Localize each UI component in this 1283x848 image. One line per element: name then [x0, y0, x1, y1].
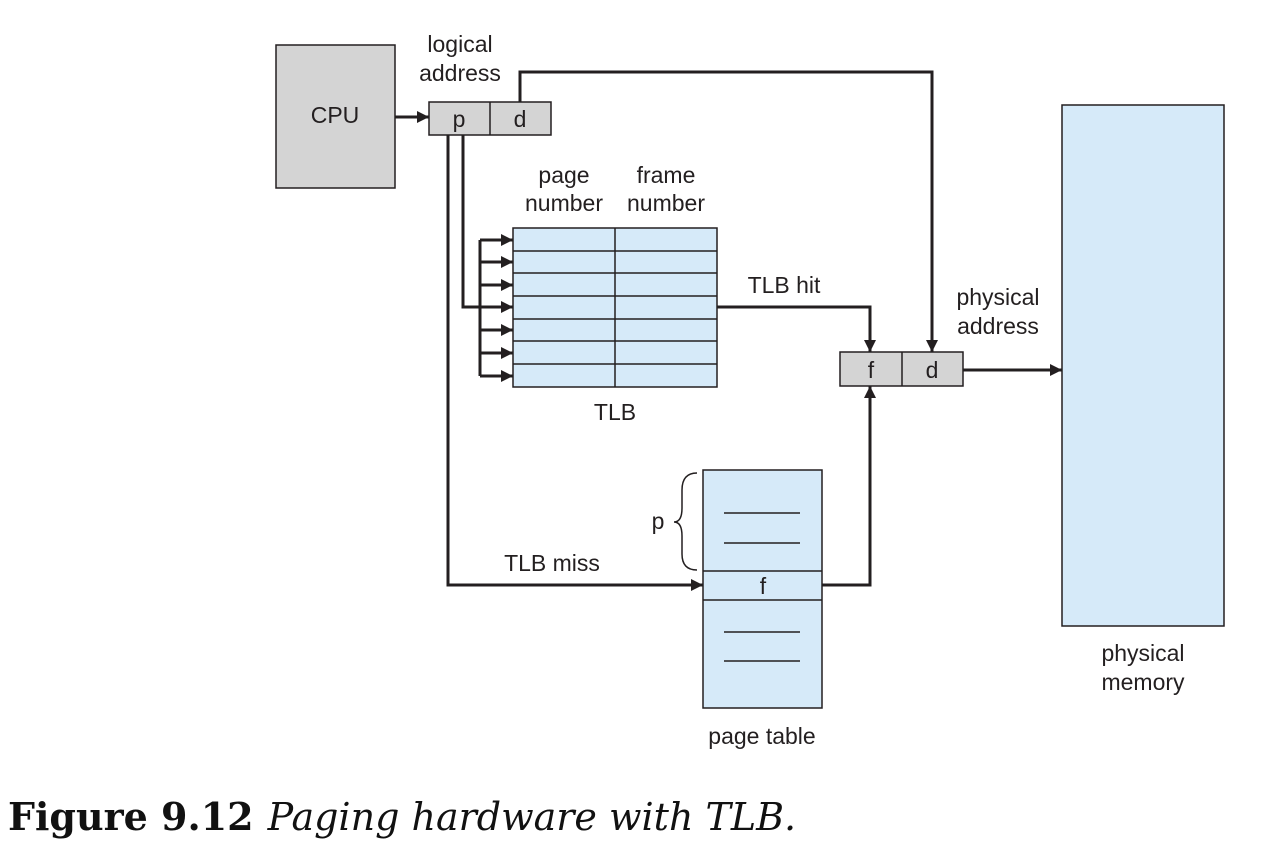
tlb-header-page-1: page — [538, 162, 589, 188]
page-table-entry-f: f — [760, 573, 767, 599]
cpu-box: CPU — [275, 44, 396, 189]
page-table-to-physical-path — [822, 386, 876, 587]
tlb-miss-path — [446, 135, 703, 591]
figure-caption: Figure 9.12 Paging hardware with TLB. — [8, 794, 1278, 844]
page-table-label: page table — [708, 723, 815, 749]
logical-address-label-1: logical — [427, 31, 492, 57]
tlb-header-frame-2: number — [627, 190, 705, 216]
physical-memory-box — [1061, 104, 1225, 627]
tlb-search-arrows — [461, 135, 513, 382]
offset-d-path — [518, 70, 938, 352]
logical-field-d: d — [514, 106, 527, 132]
tlb-miss-label: TLB miss — [504, 550, 600, 576]
logical-address-label-2: address — [419, 60, 501, 86]
figure-caption-text: Paging hardware with TLB. — [267, 795, 797, 839]
physical-field-f: f — [868, 357, 875, 383]
page-table-brace-label: p — [652, 508, 665, 534]
physical-address-label-1: physical — [956, 284, 1039, 310]
physical-field-d: d — [926, 357, 939, 383]
physical-address-register: f d — [839, 351, 964, 387]
page-table-brace — [673, 472, 698, 571]
physical-address-label-2: address — [957, 313, 1039, 339]
tlb-hit-path — [717, 305, 876, 352]
cpu-label: CPU — [311, 102, 360, 128]
tlb-label: TLB — [594, 399, 636, 425]
logical-field-p: p — [453, 106, 466, 132]
tlb-header-page-2: number — [525, 190, 603, 216]
physical-memory-label-2: memory — [1101, 669, 1185, 695]
physical-memory-label-1: physical — [1101, 640, 1184, 666]
logical-address-register: p d — [428, 101, 552, 136]
page-table: f — [702, 469, 823, 709]
tlb-header-frame-1: frame — [637, 162, 696, 188]
tlb-hit-label: TLB hit — [748, 272, 821, 298]
figure-number: Figure 9.12 — [8, 794, 254, 839]
tlb-table — [512, 227, 718, 388]
